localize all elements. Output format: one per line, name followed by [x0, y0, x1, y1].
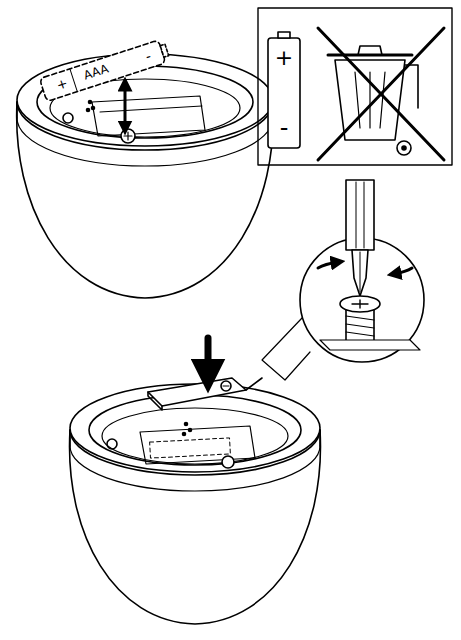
- disposal-box: [258, 8, 452, 165]
- polarity-mark: +: [275, 47, 293, 69]
- holder-bottom: [70, 338, 321, 624]
- holder-top: [17, 39, 274, 298]
- polarity-mark: -: [280, 116, 289, 140]
- screw-inset: [262, 180, 424, 380]
